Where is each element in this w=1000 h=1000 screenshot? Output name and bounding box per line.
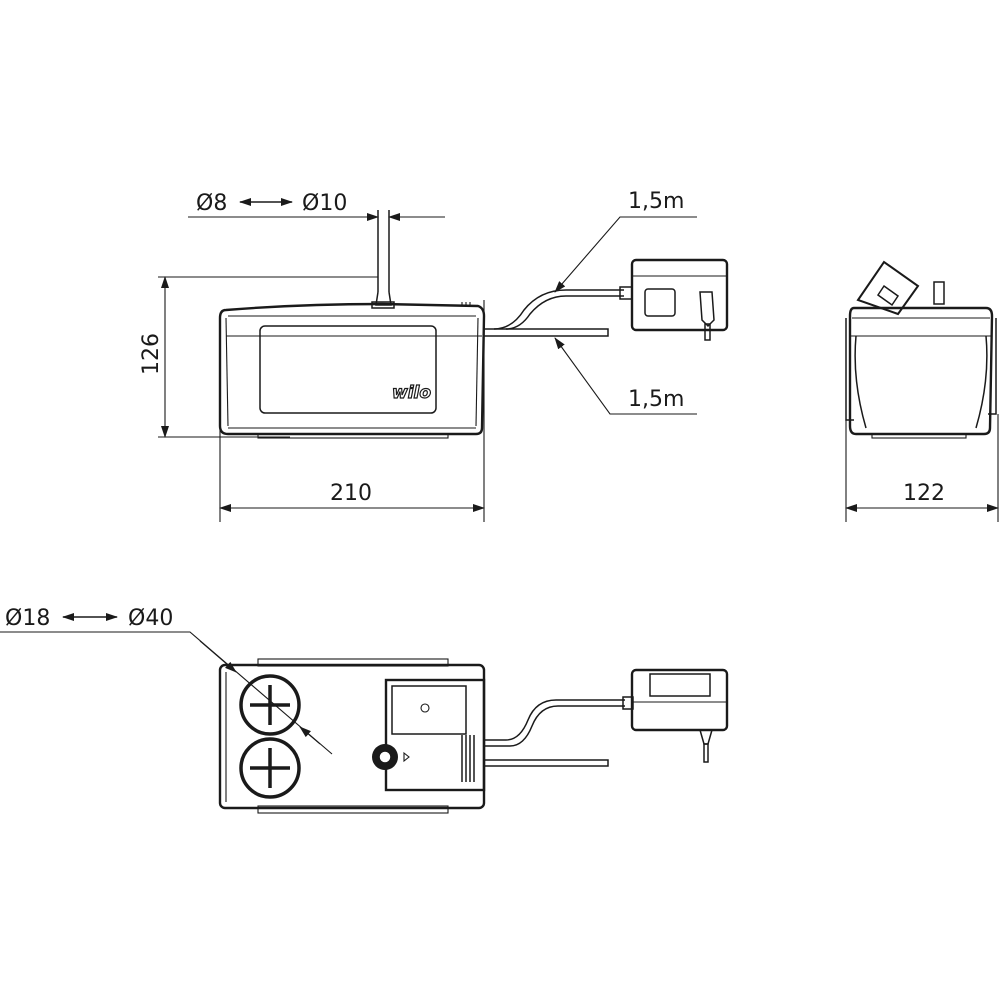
side-view: 122	[845, 260, 999, 522]
power-cable-length-label: 1,5m	[628, 189, 684, 214]
bottom-view: Ø18 Ø40	[0, 606, 729, 814]
wilo-logo: wilo	[392, 383, 431, 403]
inlet-opening-1	[239, 674, 301, 736]
cables-front	[484, 289, 624, 337]
pump-body-front: wilo	[218, 302, 486, 439]
tube-diameter-dimension: Ø8 Ø10	[188, 191, 445, 221]
front-view: wilo Ø8 Ø10 126	[139, 189, 729, 522]
inlet-diameter-max-label: Ø40	[128, 606, 173, 631]
cable-length-leaders: 1,5m 1,5m	[554, 189, 697, 415]
tube-diameter-max-label: Ø10	[302, 191, 347, 216]
power-adapter-side	[856, 260, 945, 316]
inlet-diameter-min-label: Ø18	[5, 606, 50, 631]
width-label: 210	[330, 481, 372, 506]
alarm-cable-length-label: 1,5m	[628, 387, 684, 412]
cables-bottom	[484, 699, 625, 767]
inlet-diameter-dimension: Ø18 Ø40	[0, 606, 333, 755]
height-label: 126	[139, 333, 164, 375]
electronics-housing	[372, 678, 486, 792]
inlet-opening-2	[239, 737, 301, 799]
height-dimension: 126	[139, 276, 378, 438]
tube-diameter-min-label: Ø8	[196, 191, 227, 216]
depth-dimension: 122	[845, 414, 999, 522]
width-dimension: 210	[219, 300, 485, 522]
depth-label: 122	[903, 481, 945, 506]
discharge-tube	[371, 210, 395, 309]
power-adapter-front	[619, 258, 729, 341]
power-adapter-bottom	[622, 668, 729, 763]
